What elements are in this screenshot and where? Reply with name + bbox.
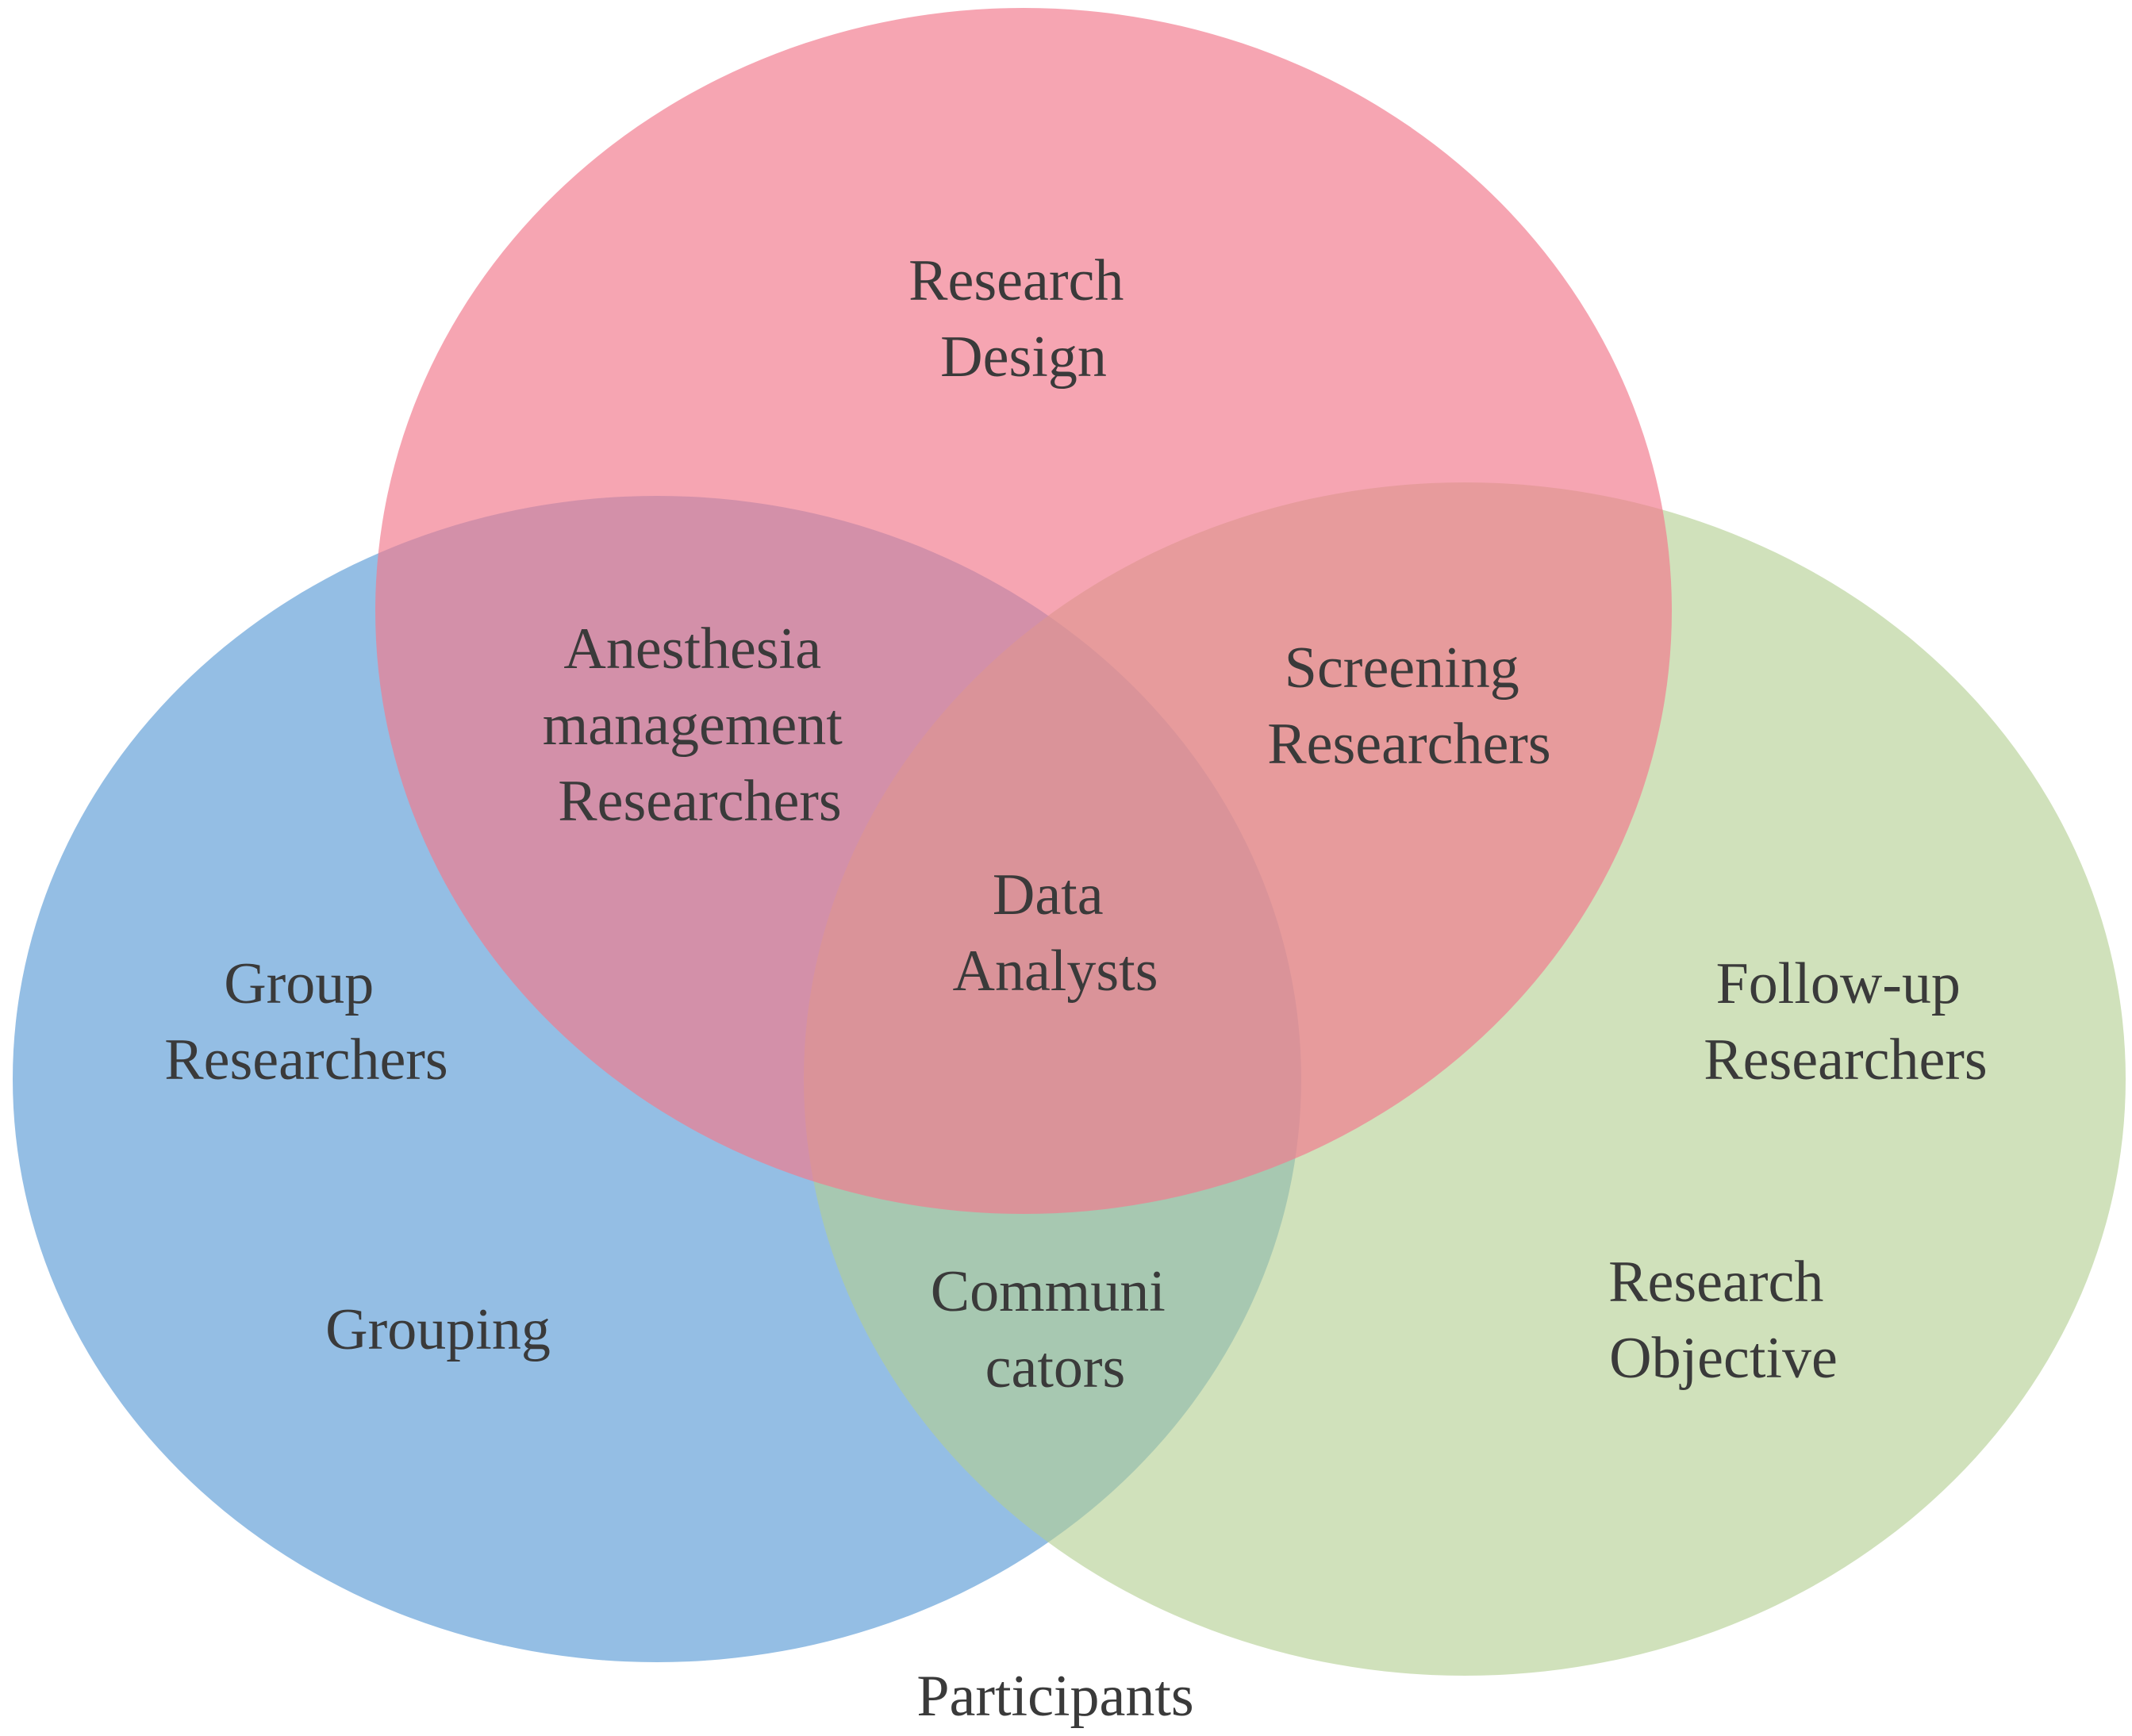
label-communicators: Communi cators xyxy=(931,1259,1181,1400)
label-anesthesia-line-3: Researchers xyxy=(558,769,841,834)
label-group-researchers-line-1: Group xyxy=(224,951,374,1016)
label-screening-line-1: Screening xyxy=(1285,636,1519,701)
label-communicators-line-1: Communi xyxy=(931,1259,1166,1324)
label-research-objective: Research Objective xyxy=(1608,1250,1838,1391)
label-screening-line-2: Researchers xyxy=(1267,712,1550,777)
label-grouping: Grouping xyxy=(325,1297,551,1362)
label-anesthesia-line-1: Anesthesia xyxy=(563,616,821,682)
label-group-researchers: Group Researchers xyxy=(164,951,448,1093)
label-research-design-line-2: Design xyxy=(940,325,1107,390)
label-data-analysts-line-2: Analysts xyxy=(953,939,1158,1004)
circle-research-design xyxy=(375,8,1672,1214)
label-grouping-line-1: Grouping xyxy=(325,1297,551,1362)
label-group-researchers-line-2: Researchers xyxy=(164,1027,448,1093)
label-anesthesia-management-researchers: Anesthesia management Researchers xyxy=(543,616,858,834)
label-anesthesia-line-2: management xyxy=(543,693,843,758)
label-data-analysts: Data Analysts xyxy=(953,862,1158,1004)
label-research-design: Research Design xyxy=(909,248,1139,390)
label-follow-up-researchers: Follow-up Researchers xyxy=(1704,951,1987,1093)
label-research-objective-line-1: Research xyxy=(1608,1250,1823,1315)
label-communicators-line-2: cators xyxy=(985,1335,1126,1400)
label-follow-up-line-1: Follow-up xyxy=(1716,951,1961,1016)
label-screening-researchers: Screening Researchers xyxy=(1267,636,1550,777)
label-participants: Participants xyxy=(916,1664,1193,1729)
label-follow-up-line-2: Researchers xyxy=(1704,1027,1987,1093)
label-research-objective-line-2: Objective xyxy=(1609,1326,1838,1391)
label-research-design-line-1: Research xyxy=(909,248,1124,313)
label-data-analysts-line-1: Data xyxy=(993,862,1104,928)
venn-circles xyxy=(13,8,2126,1676)
